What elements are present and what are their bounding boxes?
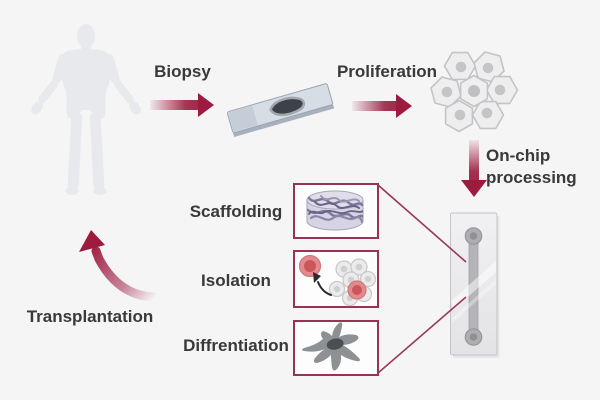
cell-cluster-icon xyxy=(430,51,519,133)
onchip-label-line1: On-chip xyxy=(486,146,551,165)
cell-isolation-icon xyxy=(298,254,377,307)
transplantation-curved-arrow-icon xyxy=(79,230,158,302)
isolation-label: Isolation xyxy=(201,271,271,290)
onchip-processing-label: On-chip processing xyxy=(486,145,577,189)
scaffolding-label: Scaffolding xyxy=(189,202,283,221)
transplantation-label: Transplantation xyxy=(26,307,154,326)
organ-on-chip-icon xyxy=(450,212,500,358)
onchip-down-arrow-icon xyxy=(461,140,487,197)
proliferation-arrow-icon xyxy=(352,94,412,118)
differentiated-cell-icon xyxy=(302,322,360,371)
biopsy-label: Biopsy xyxy=(154,62,211,81)
scaffold-mesh-icon xyxy=(306,190,364,231)
diffrentiation-label: Diffrentiation xyxy=(183,336,289,355)
biopsy-arrow-icon xyxy=(150,93,214,117)
callout-line-bottom xyxy=(377,296,467,374)
callout-line-top xyxy=(377,184,467,263)
biopsy-slide-icon xyxy=(226,83,335,137)
proliferation-label: Proliferation xyxy=(336,62,438,81)
onchip-label-line2: processing xyxy=(486,168,577,187)
human-body-silhouette-icon xyxy=(31,24,141,195)
